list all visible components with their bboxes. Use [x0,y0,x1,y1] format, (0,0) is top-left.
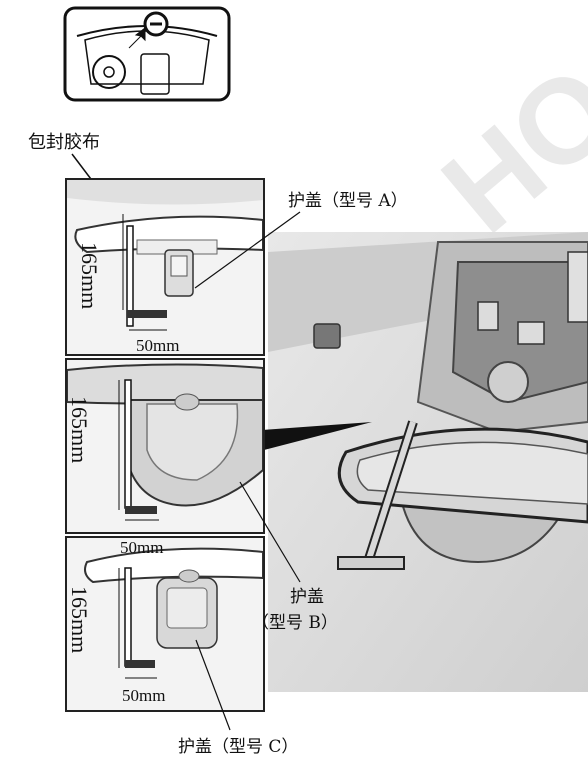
cover-a-label: 护盖（型号 A） [288,191,408,211]
dim-horizontal-c: 50mm [122,686,166,705]
dim-horizontal-b: 50mm [120,538,164,557]
dim-vertical-b: 165mm [67,396,92,464]
dim-horizontal-a: 50mm [136,336,180,355]
panel-cover-c [65,536,265,712]
panel-cover-b [65,358,265,534]
dim-vertical-a: 165mm [77,242,102,310]
tape-label: 包封胶布 [28,132,100,153]
cover-b-label-line2: （型号 B） [252,613,338,633]
cover-b-label-line1: 护盖 [290,587,324,607]
cover-c-label: 护盖（型号 C） [178,737,299,757]
watermark: HO [417,39,588,259]
dim-vertical-c: 165mm [67,586,92,654]
zoom-pointer [262,422,372,450]
location-icon [63,6,231,102]
mirror-photo-illustration [268,232,588,692]
